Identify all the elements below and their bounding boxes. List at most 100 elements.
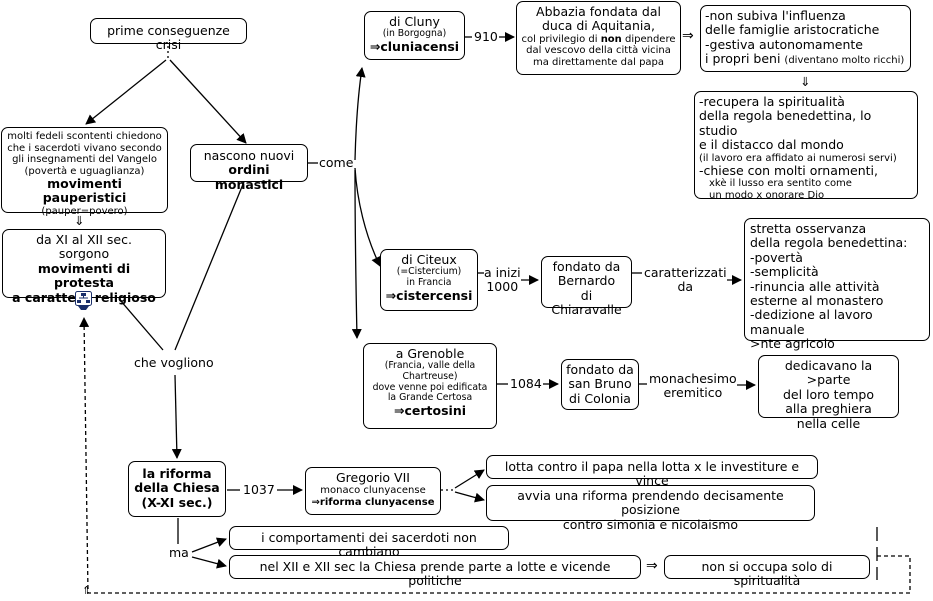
text-line: la riforma bbox=[142, 466, 212, 481]
text-line: da XI al XII sec. bbox=[36, 232, 132, 247]
text-line: molti fedeli scontenti chiedono bbox=[7, 131, 162, 142]
node-abbazia-fondata[interactable]: Abbazia fondata dal duca di Aquitania, c… bbox=[516, 1, 681, 75]
node-text: lotta contro il papa nella lotta x le in… bbox=[504, 459, 800, 489]
node-text: nel XII e XII sec la Chiesa prende parte… bbox=[259, 559, 611, 589]
text-line: della Chiesa bbox=[134, 480, 220, 496]
text-line-bold: ⇒cistercensi bbox=[385, 287, 473, 303]
node-gregorio-vii[interactable]: Gregorio VII monaco clunyacense ⇒riforma… bbox=[305, 467, 441, 515]
link-ordini-vogliono bbox=[174, 171, 249, 351]
node-riforma-della-chiesa[interactable]: la riforma della Chiesa (X-XI sec.) bbox=[128, 461, 226, 517]
label-910: 910 bbox=[474, 29, 498, 44]
text-line: della regola benedettina: bbox=[750, 235, 908, 251]
label-caratterizzati-da: caratterizzati da bbox=[644, 266, 727, 294]
text-line: (povertà e uguaglianza) bbox=[24, 165, 145, 177]
node-bernardo-di-chiaravalle[interactable]: fondato da Bernardo di Chiaravalle bbox=[541, 256, 632, 317]
text-line: eremitico bbox=[663, 384, 723, 400]
text-line: dedicavano la >parte bbox=[784, 358, 873, 388]
text-line: avvia una riforma prendendo decisamente … bbox=[517, 488, 784, 518]
text-line: Chartreuse) bbox=[402, 371, 458, 383]
text-line-bold: movimenti pauperistici bbox=[42, 176, 127, 206]
node-recupera-spiritualita[interactable]: -recupera la spiritualità della regola b… bbox=[694, 91, 918, 201]
text-line: a Grenoble bbox=[395, 346, 465, 361]
text-line: nella celle bbox=[796, 415, 861, 431]
link-gregorio-investiture bbox=[454, 469, 485, 489]
text-line: sorgono bbox=[58, 246, 110, 262]
node-prime-conseguenze-crisi[interactable]: prime conseguenze crisi bbox=[90, 18, 247, 52]
text-line-bold: ordini monastici bbox=[214, 162, 284, 192]
text-part: col privilegio di bbox=[521, 33, 601, 45]
node-movimenti-di-protesta[interactable]: da XI al XII sec. sorgono movimenti di p… bbox=[2, 229, 166, 304]
text-line: -recupera la spiritualità bbox=[699, 94, 845, 109]
node-non-solo-spiritualita[interactable]: non si occupa solo di spiritualità bbox=[664, 555, 870, 588]
link-crisi-ordini bbox=[169, 59, 247, 144]
label-come: come bbox=[319, 155, 354, 170]
text-line: che i sacerdoti vivano secondo bbox=[7, 142, 162, 154]
arrow-down-glyph: ⇓ bbox=[800, 74, 811, 89]
text-line: caratterizzati bbox=[644, 265, 727, 280]
node-grenoble[interactable]: a Grenoble (Francia, valle della Chartre… bbox=[363, 343, 497, 429]
node-citeux[interactable]: di Citeux (=Cistercium) in Francia ⇒cist… bbox=[380, 249, 478, 311]
text-line: di Colonia bbox=[569, 390, 631, 406]
link-crisi-fedeli bbox=[85, 59, 167, 125]
text-line: Abbazia fondata dal bbox=[536, 4, 661, 19]
text-line-bold: ⇒certosini bbox=[394, 403, 466, 419]
link-vogliono-riforma bbox=[171, 374, 182, 459]
text-line: -dedizione al lavoro manuale bbox=[750, 307, 873, 337]
text-line: -non subiva l'influenza bbox=[705, 8, 846, 23]
node-lotte-politiche[interactable]: nel XII e XII sec la Chiesa prende parte… bbox=[229, 555, 641, 588]
label-1084: 1084 bbox=[510, 376, 542, 391]
text-line: un modo x onorare Dio bbox=[709, 189, 825, 201]
label-monachesimo-eremitico: monachesimo eremitico bbox=[649, 372, 737, 400]
text-part: i propri beni bbox=[705, 51, 785, 67]
text-part: dipendere bbox=[621, 33, 676, 45]
text-line: dove venne poi edificata bbox=[372, 381, 488, 393]
arrow-right-glyph: ⇒ bbox=[682, 28, 694, 45]
sitemap-icon[interactable] bbox=[75, 291, 92, 310]
text-line: Gregorio VII bbox=[336, 470, 410, 485]
text-line: duca di Aquitania, bbox=[542, 18, 655, 34]
link-protesta-vogliono bbox=[119, 299, 164, 351]
link-come-cluny bbox=[354, 67, 366, 161]
text-part-bold: non bbox=[600, 33, 622, 45]
node-non-subiva-influenza[interactable]: -non subiva l'influenza delle famiglie a… bbox=[700, 5, 911, 72]
text-line: alla preghiera bbox=[785, 401, 872, 417]
node-movimenti-pauperistici[interactable]: molti fedeli scontenti chiedono che i sa… bbox=[1, 127, 168, 217]
node-lotta-investiture[interactable]: lotta contro il papa nella lotta x le in… bbox=[486, 455, 818, 488]
node-san-bruno-di-colonia[interactable]: fondato da san Bruno di Colonia bbox=[561, 359, 639, 410]
arrow-down-glyph: ⇓ bbox=[74, 213, 85, 228]
node-stretta-osservanza[interactable]: stretta osservanza della regola benedett… bbox=[744, 218, 930, 351]
text-line: Bernardo bbox=[557, 273, 616, 289]
text-line: dal vescovo della città vicina bbox=[526, 45, 671, 57]
node-dedicavano-preghiera[interactable]: dedicavano la >parte del loro tempo alla… bbox=[758, 355, 899, 430]
text-line: gli insegnamenti del Vangelo bbox=[12, 154, 157, 165]
text-line: delle famiglie aristocratiche bbox=[705, 22, 880, 38]
text-line: (Francia, valle della bbox=[384, 360, 476, 372]
label-ma: ma bbox=[169, 545, 189, 560]
text-line: stretta osservanza bbox=[750, 221, 867, 236]
link-ma-lotte bbox=[191, 556, 227, 569]
node-ordini-monastici[interactable]: nascono nuovi ordini monastici bbox=[190, 144, 308, 191]
text-line-bold: movimenti di protesta bbox=[37, 260, 131, 291]
text-line: -povertà bbox=[750, 249, 803, 265]
text-line: >nte agricolo bbox=[750, 336, 835, 351]
label-1037: 1037 bbox=[243, 482, 275, 497]
text-line: nascono nuovi bbox=[203, 148, 295, 163]
text-line: (X-XI sec.) bbox=[141, 494, 213, 510]
text-line: 1000 bbox=[486, 278, 519, 294]
text-line: della regola benedettina, lo studio bbox=[699, 108, 872, 138]
text-line: (il lavoro era affidato ai numerosi serv… bbox=[699, 152, 897, 164]
node-comportamenti-sacerdoti[interactable]: i comportamenti dei sacerdoti non cambia… bbox=[229, 526, 509, 559]
node-cluny[interactable]: di Cluny (in Borgogna) ⇒cluniacensi bbox=[364, 11, 465, 60]
text-line: fondato da bbox=[566, 362, 634, 377]
link-ma-comportamenti bbox=[191, 537, 227, 553]
text-line: del loro tempo bbox=[782, 386, 875, 402]
text-line: -gestiva autonomamente bbox=[705, 36, 863, 52]
text-line: san Bruno bbox=[568, 376, 632, 392]
node-text: prime conseguenze crisi bbox=[107, 23, 230, 53]
text-line: monachesimo bbox=[649, 371, 737, 386]
text-line: -semplicità bbox=[750, 264, 819, 280]
arrow-up-glyph: ⇑ bbox=[82, 584, 92, 597]
text-line: contro simonia e nicolaismo bbox=[562, 516, 739, 532]
node-riforma-simonia[interactable]: avvia una riforma prendendo decisamente … bbox=[486, 485, 815, 532]
link-gregorio-simonia bbox=[454, 491, 485, 503]
